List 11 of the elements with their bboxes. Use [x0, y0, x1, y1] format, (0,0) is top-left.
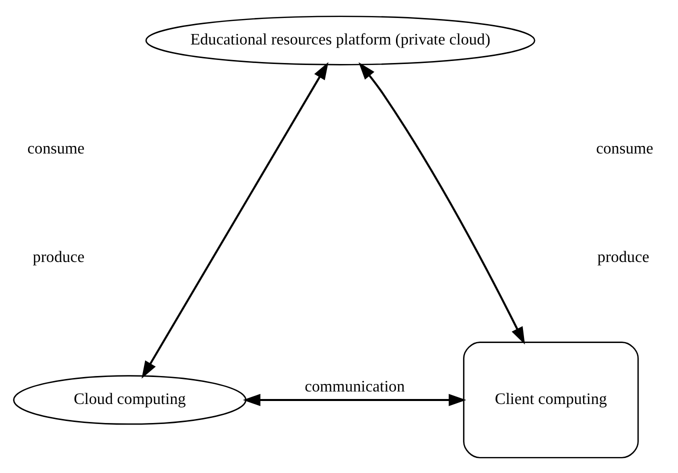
node-ellipse: Educational resources platform (private cloud) — [145, 15, 536, 65]
label: produce — [597, 248, 650, 266]
arrow — [242, 393, 466, 406]
label: produce — [32, 248, 85, 266]
node-ellipse: Cloud computing — [13, 374, 246, 424]
arrow — [142, 62, 328, 378]
arrow — [358, 62, 525, 344]
label: consume — [596, 140, 654, 157]
node-box: Client computing — [463, 341, 639, 458]
label: consume — [27, 140, 85, 157]
edge-label: communication — [304, 378, 405, 395]
